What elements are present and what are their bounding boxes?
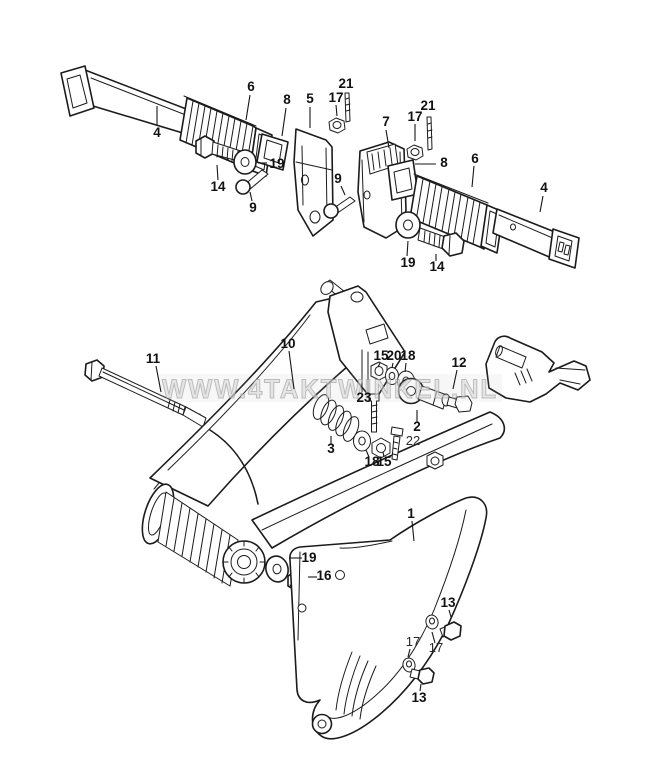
part-label-18: 18: [364, 454, 380, 469]
part-leader-line: [382, 451, 385, 458]
part-label-17: 17: [406, 634, 420, 649]
chain-guard-body: [289, 496, 488, 740]
washer-18-bottom: [353, 430, 371, 452]
adjuster-body: [417, 385, 448, 410]
part-label-6: 6: [471, 151, 479, 166]
part-leader-line: [377, 362, 381, 368]
part-label-9: 9: [249, 200, 257, 215]
part-label-7: 7: [382, 114, 390, 129]
part-label-14: 14: [210, 179, 226, 194]
nut-15-top: [370, 361, 388, 381]
part-leader-line: [391, 362, 394, 369]
bolt-14-left: [195, 135, 215, 159]
footpeg-assembly-left: [60, 65, 356, 237]
chain-adjuster: [312, 361, 473, 470]
part-leader-line: [281, 107, 287, 137]
footpeg-bracket-left: [293, 128, 334, 237]
part-label-4: 4: [153, 125, 161, 140]
captive-nut: [426, 451, 444, 470]
part-leader-line: [406, 240, 409, 257]
part-label-20: 20: [386, 348, 401, 363]
part-label-5: 5: [306, 91, 314, 106]
part-label-9: 9: [334, 171, 342, 186]
part-leader-line: [245, 94, 251, 121]
bolt-12-head: [454, 395, 473, 413]
part-label-15: 15: [373, 348, 389, 363]
chain-guard: [289, 496, 488, 740]
part-label-11: 11: [146, 351, 161, 366]
part-label-10: 10: [280, 336, 295, 351]
part-label-8: 8: [440, 155, 448, 170]
nut-15-bottom: [371, 437, 391, 459]
part-leader-line: [155, 365, 162, 393]
nut-17-guard-a: [425, 614, 439, 630]
part-label-15: 15: [376, 454, 392, 469]
part-leader-line: [404, 362, 407, 373]
part-label-17: 17: [429, 640, 443, 655]
watermark: WWW.4TAKTWINKEL.NL: [158, 374, 502, 405]
part-label-2: 2: [413, 419, 421, 434]
part-leader-line: [431, 631, 436, 644]
part-label-1: 1: [407, 506, 415, 521]
bolt-23: [368, 393, 380, 433]
footpeg-assembly-right: [328, 92, 580, 269]
part-label-12: 12: [451, 355, 466, 370]
part-leader-line: [288, 350, 295, 390]
watermark-text: WWW.4TAKTWINKEL.NL: [162, 374, 498, 404]
part-leader-line: [452, 369, 458, 390]
part-label-21: 21: [420, 98, 436, 113]
part-label-17: 17: [407, 109, 422, 124]
part-leader-line: [365, 449, 370, 458]
bolt-22: [390, 426, 404, 437]
part-leader-line: [335, 104, 338, 117]
swingarm-near-arm: [251, 411, 506, 549]
nut-17-b: [406, 144, 424, 161]
part-label-22: 22: [406, 433, 420, 448]
part-leader-line: [385, 129, 390, 149]
part-leader-line: [411, 520, 415, 542]
part-label-6: 6: [247, 79, 255, 94]
part-leader-line: [216, 164, 219, 181]
spring-3: [312, 394, 360, 442]
part-label-4: 4: [540, 180, 548, 195]
part-label-3: 3: [327, 441, 335, 456]
part-label-19: 19: [301, 550, 316, 565]
nut-17-a: [328, 117, 346, 134]
part-leader-line: [340, 185, 346, 196]
part-label-21: 21: [338, 76, 354, 91]
part-leader-line: [539, 195, 544, 213]
part-leader-line: [407, 648, 411, 658]
part-leader-line: [471, 165, 475, 188]
part-leader-line: [249, 191, 253, 202]
part-leader-line: [419, 683, 422, 692]
bolt-13-b-head: [417, 667, 435, 685]
pin-21-b: [426, 116, 433, 151]
part-label-8: 8: [283, 92, 291, 107]
swingarm: [141, 279, 591, 587]
part-label-17: 17: [328, 90, 343, 105]
part-label-13: 13: [440, 595, 456, 610]
part-label-13: 13: [411, 690, 427, 705]
part-label-14: 14: [429, 259, 445, 274]
bolt-13-a-head: [443, 621, 462, 641]
part-label-23: 23: [356, 390, 372, 405]
part-leader-line: [448, 609, 452, 618]
part-label-19: 19: [400, 255, 415, 270]
pin-21-a: [344, 92, 351, 123]
part-label-19: 19: [269, 156, 284, 171]
part-label-16: 16: [316, 568, 332, 583]
part-label-18: 18: [400, 348, 416, 363]
